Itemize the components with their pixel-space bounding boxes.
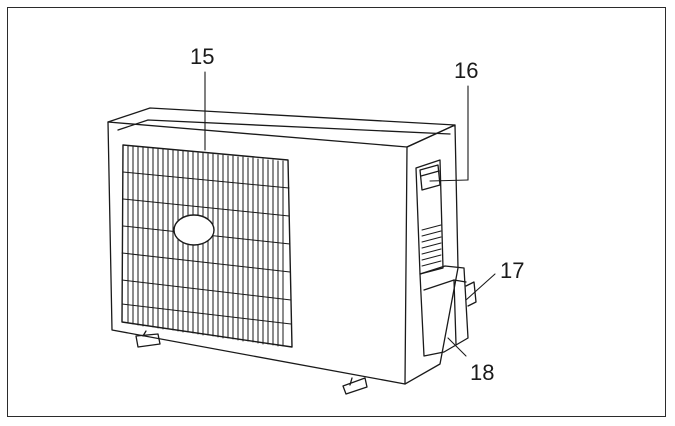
label-stop-valves-cover: 16 [454,58,478,83]
fan-guard-grille [121,144,293,348]
drain-outlet [465,281,477,307]
label-piping-cover: 18 [470,360,494,385]
leader-lines [204,71,496,357]
side-panel [415,159,469,357]
label-fan-guard: 15 [190,44,214,69]
figure-frame [7,7,666,417]
unit-feet [135,330,368,395]
label-drain-outlet: 17 [500,258,524,283]
